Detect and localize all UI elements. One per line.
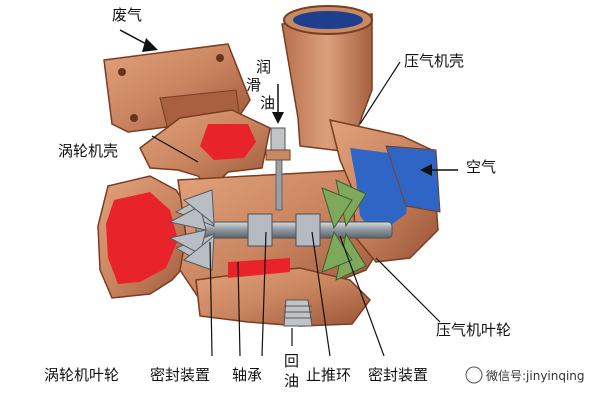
label-compressor-housing: 压气机壳 [404, 52, 464, 70]
wechat-icon [465, 366, 483, 384]
watermark: 微信号:jinyinqing [465, 366, 585, 384]
label-turbine-housing: 涡轮机壳 [58, 142, 118, 160]
label-oil-return-char-1: 回 [284, 352, 299, 370]
watermark-text: 微信号:jinyinqing [486, 369, 585, 383]
label-seal-left: 密封装置 [150, 366, 210, 384]
turbine-housing [97, 109, 271, 299]
compressor-inlet-pipe [281, 5, 373, 153]
label-lube-oil: 润滑油 [246, 58, 275, 112]
label-compressor-impeller: 压气机叶轮 [436, 321, 511, 339]
oil-flow-arrow [272, 84, 284, 124]
label-oil-return: 回 油 [284, 352, 299, 390]
leader-lines [151, 61, 441, 357]
oil-inlet-fitting [265, 127, 291, 211]
turbine-wheel [168, 189, 215, 271]
label-air: 空气 [466, 158, 496, 176]
label-bearing: 轴承 [232, 366, 262, 384]
compressor-housing [328, 119, 441, 263]
label-turbine-impeller: 涡轮机叶轮 [44, 366, 119, 384]
exhaust-outlet-flange [103, 43, 251, 133]
label-exhaust: 废气 [112, 6, 142, 24]
turbo-shaft [195, 213, 393, 247]
label-seal-right: 密封装置 [368, 366, 428, 384]
label-oil-return-char-2: 油 [284, 372, 299, 390]
air-flow-arrow [420, 164, 458, 176]
label-thrust-ring: 止推环 [306, 366, 351, 384]
exhaust-flow-arrow [119, 29, 158, 52]
